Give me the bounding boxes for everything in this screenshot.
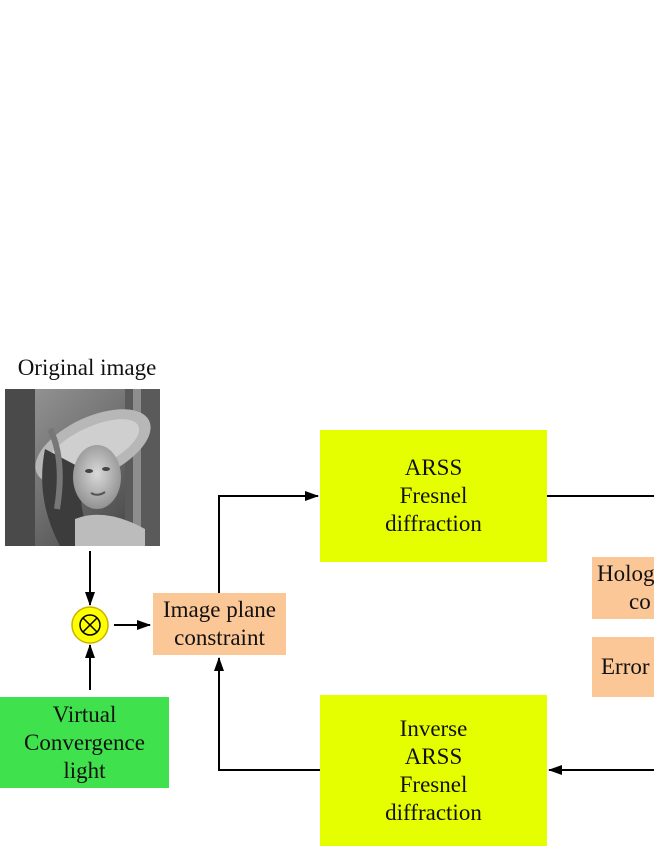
virtual-line-3: light [63,757,106,783]
original-image-title: Original image [17,355,157,380]
hologram-constraint-box: Holog co [592,557,654,619]
error-line-1: Error [601,654,650,679]
inverse-line-2: ARSS [404,743,463,769]
arss-line-2: Fresnel [399,483,468,508]
inverse-arss-fresnel-diffraction-box: Inverse ARSS Fresnel diffraction [320,695,547,846]
virtual-line-1: Virtual [52,701,117,727]
inverse-line-3: Fresnel [399,771,468,797]
virtual-line-2: Convergence [24,729,145,755]
ipc-line-1: Image plane [162,597,277,622]
arss-line-1: ARSS [404,455,463,480]
multiply-operator [71,606,109,644]
arss-fresnel-diffraction-box: ARSS Fresnel diffraction [320,430,547,562]
original-image [5,389,160,546]
inverse-line-1: Inverse [399,715,468,741]
error-box: Error [592,637,654,697]
virtual-convergence-light-box: Virtual Convergence light [0,697,169,788]
arrow-inverse-to-ipc [214,657,320,771]
arrow-ipc-to-arss [218,491,319,593]
hologram-line-2: co [629,589,651,614]
image-plane-constraint-box: Image plane constraint [153,593,286,655]
inverse-line-4: diffraction [385,799,482,825]
arss-line-3: diffraction [385,511,482,536]
ipc-line-2: constraint [174,625,265,650]
hologram-line-1: Holog [597,561,654,586]
